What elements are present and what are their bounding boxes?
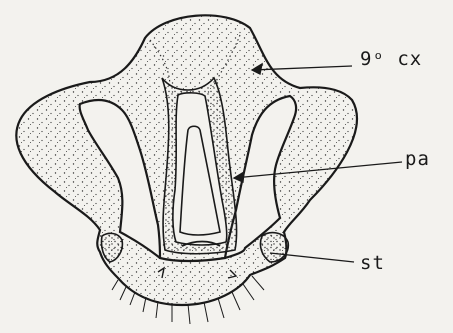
label-ninth-coxa: 9ᵒ cx: [360, 50, 422, 69]
label-paramere: pa: [405, 150, 430, 169]
label-stylus: st: [360, 254, 385, 273]
